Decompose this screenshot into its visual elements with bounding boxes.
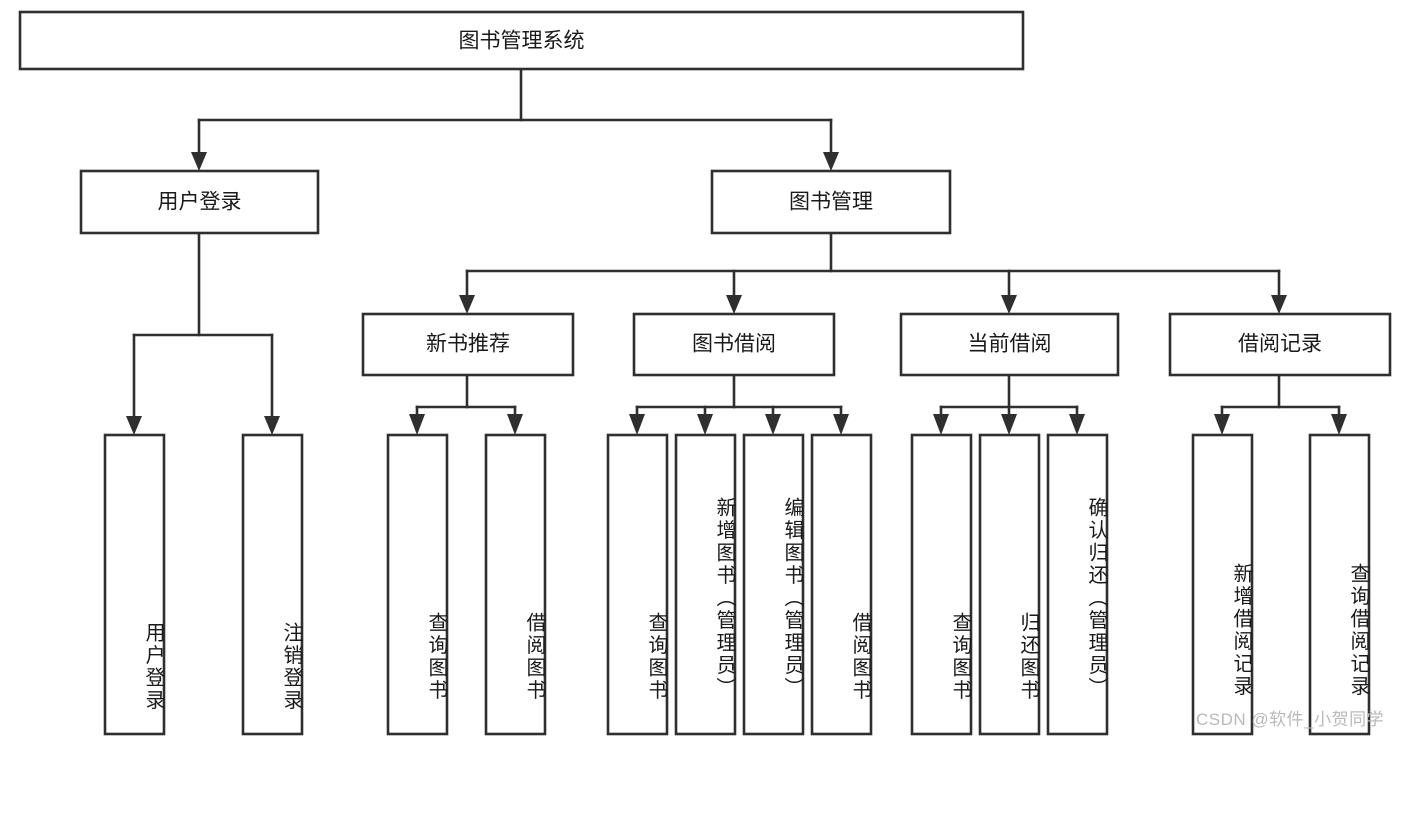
node-leaf-logout[interactable] bbox=[241, 433, 304, 736]
node-leaf-query-book-cur[interactable] bbox=[910, 433, 973, 736]
arrow-to-leaf-add-borrow-record bbox=[1214, 414, 1230, 435]
arrow-to-leaf-query-book-cur bbox=[933, 414, 949, 435]
node-leaf-borrow-book-rec[interactable] bbox=[484, 433, 547, 736]
csdn-watermark: CSDN @软件_小贺同学 bbox=[1196, 710, 1385, 729]
node-user-login[interactable] bbox=[79, 169, 320, 235]
node-book-borrow[interactable] bbox=[632, 312, 836, 377]
node-current-borrow-label: 当前借阅 bbox=[968, 333, 1052, 356]
node-leaf-confirm-return-admin[interactable] bbox=[1046, 433, 1109, 736]
node-new-book-recommend-label: 新书推荐 bbox=[426, 333, 510, 356]
arrow-to-leaf-user-login bbox=[126, 416, 142, 435]
node-book-borrow-label: 图书借阅 bbox=[692, 333, 776, 356]
arrow-to-user-login bbox=[191, 152, 207, 171]
node-leaf-add-book-admin[interactable] bbox=[674, 433, 737, 736]
arrow-to-leaf-return-book bbox=[1001, 414, 1017, 435]
node-leaf-borrow-book-bor[interactable] bbox=[810, 433, 873, 736]
node-book-management[interactable] bbox=[710, 169, 952, 235]
arrow-to-leaf-borrow-book-rec bbox=[507, 414, 523, 435]
arrow-to-leaf-confirm-return-admin bbox=[1069, 414, 1085, 435]
node-leaf-query-borrow-record[interactable] bbox=[1308, 433, 1371, 736]
arrow-to-leaf-query-book-rec bbox=[409, 414, 425, 435]
node-root[interactable] bbox=[18, 10, 1025, 71]
arrow-to-leaf-borrow-book-bor bbox=[833, 414, 849, 435]
arrow-to-current-borrow bbox=[1001, 295, 1017, 314]
node-leaf-add-borrow-record[interactable] bbox=[1191, 433, 1254, 736]
arrow-to-leaf-logout bbox=[264, 416, 280, 435]
node-leaf-return-book[interactable] bbox=[978, 433, 1041, 736]
arrow-to-book-borrow bbox=[726, 295, 742, 314]
node-root-label: 图书管理系统 bbox=[459, 30, 585, 53]
node-layer: 图书管理系统 用户登录 图书管理 新书推荐 图书借阅 当前借阅 借阅记录 bbox=[18, 10, 1392, 736]
connector-layer bbox=[126, 67, 1347, 435]
arrow-to-leaf-query-book-bor bbox=[629, 414, 645, 435]
arrow-to-leaf-edit-book-admin bbox=[765, 414, 781, 435]
node-user-login-label: 用户登录 bbox=[158, 191, 242, 214]
node-borrow-record-label: 借阅记录 bbox=[1238, 333, 1322, 356]
node-book-management-label: 图书管理 bbox=[789, 191, 873, 214]
arrow-to-borrow-record bbox=[1271, 295, 1287, 314]
node-leaf-edit-book-admin[interactable] bbox=[742, 433, 805, 736]
node-new-book-recommend[interactable] bbox=[361, 312, 575, 377]
node-current-borrow[interactable] bbox=[899, 312, 1120, 377]
node-leaf-user-login[interactable] bbox=[103, 433, 166, 736]
node-leaf-query-book-bor[interactable] bbox=[606, 433, 669, 736]
arrow-to-book-management bbox=[823, 152, 839, 171]
diagram-svg: 图书管理系统 用户登录 图书管理 新书推荐 图书借阅 当前借阅 借阅记录 bbox=[18, 10, 1392, 736]
diagram-canvas: 图书管理系统 用户登录 图书管理 新书推荐 图书借阅 当前借阅 借阅记录 bbox=[18, 10, 1392, 736]
arrow-to-new-book-recommend bbox=[459, 295, 475, 314]
arrow-to-leaf-add-book-admin bbox=[697, 414, 713, 435]
node-leaf-query-book-rec[interactable] bbox=[386, 433, 449, 736]
node-borrow-record[interactable] bbox=[1168, 312, 1392, 377]
arrow-to-leaf-query-borrow-record bbox=[1331, 414, 1347, 435]
